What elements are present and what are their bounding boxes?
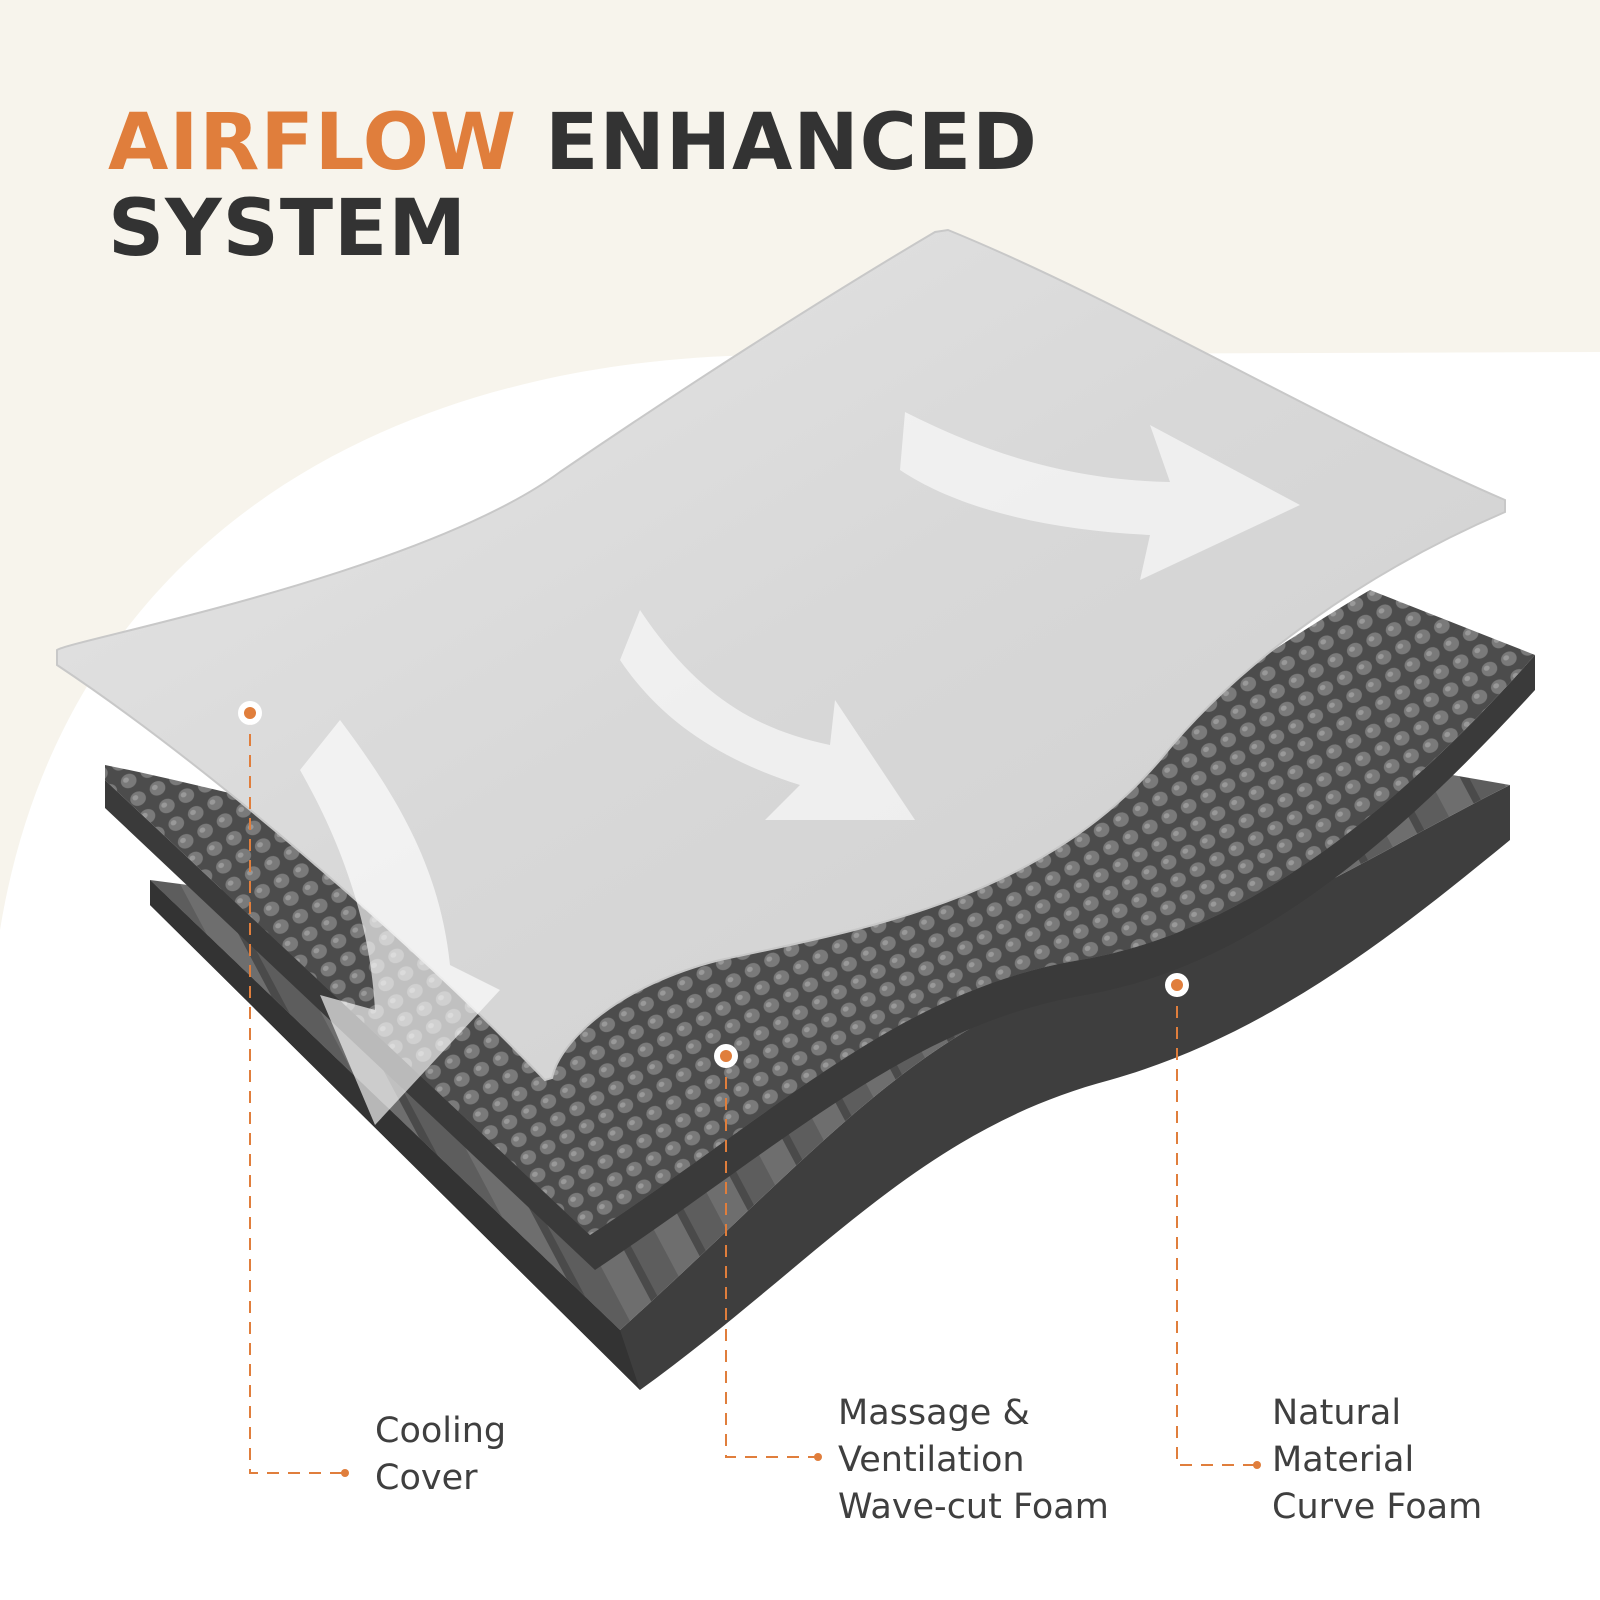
headline: AIRFLOW ENHANCED SYSTEM xyxy=(108,100,1038,272)
headline-line2: SYSTEM xyxy=(108,184,467,274)
callout-wave-foam xyxy=(714,1044,822,1461)
airflow-arrow-center xyxy=(620,610,915,820)
callout-cooling-cover xyxy=(238,701,349,1477)
label-line: Curve Foam xyxy=(1272,1487,1483,1527)
label-cooling-cover: Cooling Cover xyxy=(375,1408,506,1502)
label-line: Wave-cut Foam xyxy=(838,1487,1109,1527)
airflow-arrow-left xyxy=(300,720,500,1125)
label-curve-foam: Natural Material Curve Foam xyxy=(1272,1390,1482,1531)
callout-curve-foam xyxy=(1165,973,1261,1469)
label-line: Natural xyxy=(1272,1393,1402,1433)
label-wave-foam: Massage & Ventilation Wave-cut Foam xyxy=(838,1390,1109,1531)
label-line: Material xyxy=(1272,1440,1415,1480)
label-line: Cover xyxy=(375,1458,478,1498)
label-line: Ventilation xyxy=(838,1440,1025,1480)
label-line: Massage & xyxy=(838,1393,1030,1433)
headline-line1-rest: ENHANCED xyxy=(545,98,1038,188)
airflow-arrow-right xyxy=(900,412,1300,580)
cooling-cover-layer xyxy=(56,228,1506,1125)
headline-accent-word: AIRFLOW xyxy=(108,98,517,188)
label-line: Cooling xyxy=(375,1411,507,1451)
